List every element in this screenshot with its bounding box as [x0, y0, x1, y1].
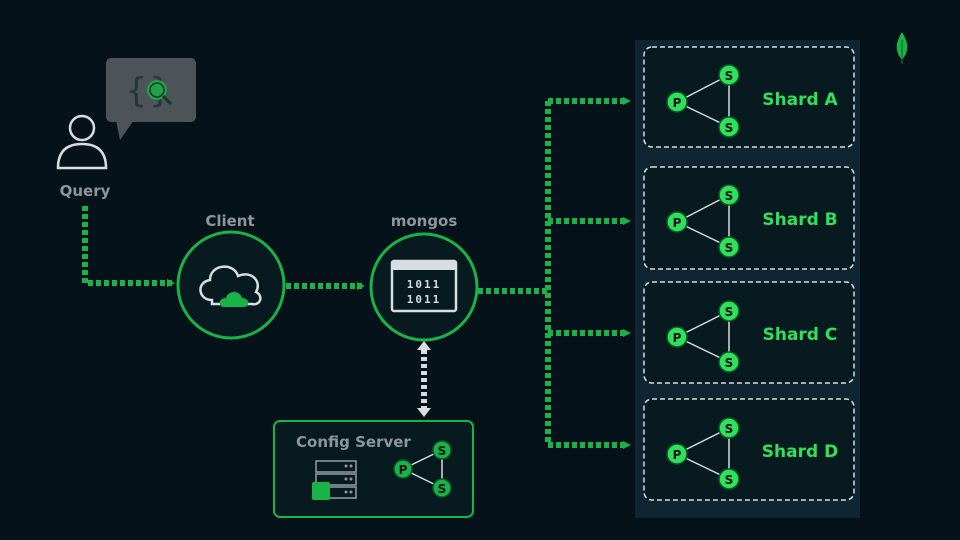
shard-a-primary-letter: P [673, 96, 682, 110]
shard-b[interactable]: P S S Shard B [643, 166, 855, 270]
shard-b-secondary-letter-2: S [725, 241, 734, 255]
mongos-label: mongos [391, 212, 458, 230]
shard-a-label: Shard A [762, 90, 838, 110]
mongos-bits-row2: 1011 [407, 293, 442, 306]
shard-d[interactable]: P S S Shard D [643, 398, 855, 501]
shard-d-secondary-letter-2: S [725, 473, 734, 487]
config-secondary-letter-1: S [438, 444, 447, 458]
user-icon [56, 114, 108, 170]
shard-a[interactable]: P S S Shard A [643, 46, 855, 148]
mongos-to-shards-connector [478, 97, 631, 449]
shard-d-label: Shard D [762, 442, 838, 462]
query-label: Query [60, 182, 111, 200]
config-primary-letter: P [399, 463, 408, 477]
svg-text:{: { [126, 71, 146, 111]
leaf-icon [896, 32, 908, 64]
query-to-client-connector [82, 206, 175, 287]
shard-c[interactable]: P S S Shard C [643, 281, 855, 384]
shard-c-primary-letter: P [673, 331, 682, 345]
config-secondary-letter-2: S [438, 482, 447, 496]
mongos-config-connector [417, 341, 431, 417]
cloud-icon [199, 265, 262, 307]
client-node[interactable] [176, 230, 286, 340]
config-server-label: Config Server [296, 433, 411, 451]
config-replica-set: P S S [393, 440, 452, 498]
shard-c-secondary-letter-1: S [725, 305, 734, 319]
shard-c-secondary-letter-2: S [725, 356, 734, 370]
server-icon [312, 460, 357, 500]
shard-d-primary-letter: P [673, 448, 682, 462]
shard-b-label: Shard B [762, 210, 837, 230]
mongos-bits-row1: 1011 [407, 278, 442, 291]
speech-bubble-icon: { } [106, 58, 196, 140]
shard-c-label: Shard C [763, 325, 838, 345]
shard-b-primary-letter: P [673, 216, 682, 230]
shard-b-secondary-letter-1: S [725, 189, 734, 203]
client-label: Client [205, 212, 254, 230]
shard-a-secondary-letter-2: S [725, 121, 734, 135]
shard-d-secondary-letter-1: S [725, 422, 734, 436]
terminal-icon: 1011 1011 [390, 259, 458, 313]
shard-a-secondary-letter-1: S [725, 69, 734, 83]
